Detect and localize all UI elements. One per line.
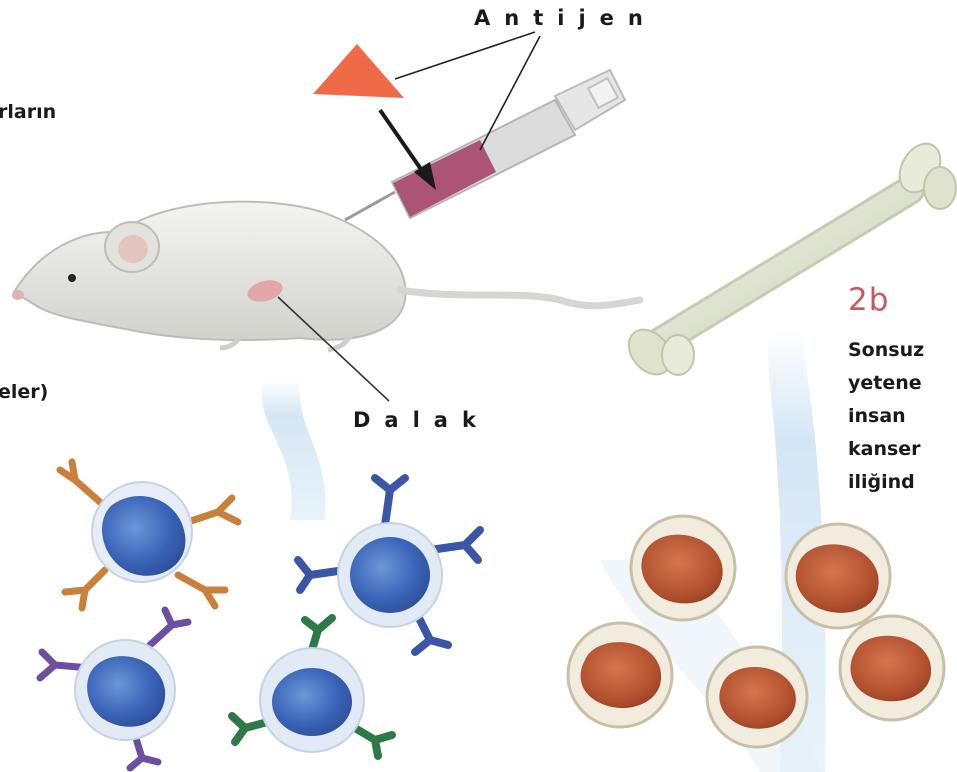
- b-cell-1: [60, 462, 238, 608]
- myeloma-cell-3: [568, 623, 672, 727]
- injection-arrow: [380, 110, 425, 175]
- antigen-triangle-icon: [313, 44, 404, 98]
- myeloma-cell-5: [840, 616, 944, 720]
- spleen-label: Dalak: [353, 408, 490, 432]
- description-line: kanser: [848, 433, 924, 466]
- myeloma-cell-4: [707, 647, 807, 747]
- description-line: iliğind: [848, 466, 924, 499]
- myeloma-cell-2: [786, 524, 890, 628]
- antigen-pointer-1: [395, 32, 535, 79]
- antigen-label: Antijen: [474, 6, 657, 30]
- myeloma-cell-1: [631, 516, 735, 620]
- left-text-fragment-1: rların: [0, 101, 56, 123]
- left-stream: [261, 380, 325, 520]
- description-line: yetene: [848, 367, 924, 400]
- b-cell-3: [40, 610, 188, 768]
- left-text-fragment-2: eler): [0, 381, 48, 403]
- description-line: insan: [848, 400, 924, 433]
- mouse-icon: [12, 202, 640, 350]
- description-line: Sonsuz: [848, 334, 924, 367]
- b-cell-4: [232, 618, 392, 756]
- step-2b-description: Sonsuz yetene insan kanser iliğind: [848, 334, 924, 499]
- step-2b-number: 2b: [848, 282, 889, 318]
